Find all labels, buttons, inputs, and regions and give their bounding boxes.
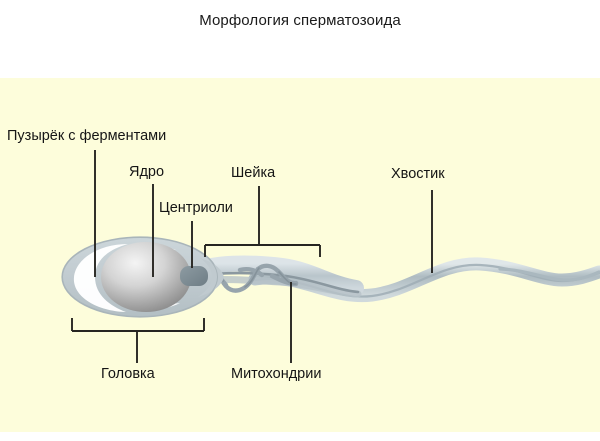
leader-lines (94, 150, 433, 363)
label-tail: Хвостик (391, 166, 445, 182)
label-neck: Шейка (231, 165, 276, 181)
bracket-neck (204, 186, 321, 257)
label-nucleus: Ядро (129, 164, 165, 180)
nucleus-sphere (101, 242, 191, 312)
page-title: Морфология сперматозоида (199, 12, 401, 29)
label-acrosome: Пузырёк с ферментами (7, 128, 167, 144)
centriole-body (180, 266, 208, 286)
label-mitochondria: Митохондрии (231, 366, 322, 382)
label-centriole: Центриоли (159, 200, 233, 216)
label-head: Головка (101, 366, 155, 382)
bracket-head (71, 318, 205, 363)
